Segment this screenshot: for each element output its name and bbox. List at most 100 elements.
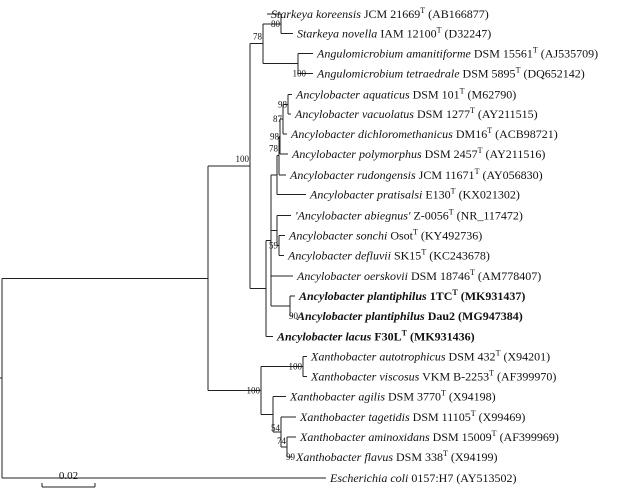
taxon-name: Ancylobacter lacus	[276, 330, 372, 344]
taxon-name: Ancylobacter plantiphilus	[298, 289, 427, 303]
taxon-accession: (KY492736)	[418, 228, 482, 242]
taxon-name: Xanthobacter tagetidis	[299, 410, 410, 424]
type-strain-superscript: T	[420, 6, 425, 15]
type-strain-superscript: T	[492, 429, 497, 438]
taxon-accession: (MK931437)	[458, 289, 526, 303]
taxon-label: Xanthobacter autotrophicus DSM 432T (X94…	[310, 349, 550, 364]
taxon-strain: DSM 3770	[385, 389, 441, 403]
taxon-accession: (X94201)	[500, 350, 550, 364]
taxon-name: Angulomicrobium tetraedrale	[316, 67, 460, 81]
taxon-labels: Starkeya koreensis JCM 21669T (AB166877)…	[271, 6, 598, 485]
taxon-name: Escherichia coli	[329, 471, 408, 485]
bootstrap-value: 98	[278, 99, 288, 109]
taxon-label: 'Ancylobacter abiegnus' Z-0056T (NR_1174…	[295, 208, 523, 223]
taxon-accession: (AJ535709)	[538, 47, 598, 61]
taxon-strain: JCM 21669	[361, 7, 420, 21]
taxon-name: Xanthobacter autotrophicus	[310, 350, 446, 364]
taxon-label: Ancylobacter vacuolatus DSM 1277T (AY211…	[294, 106, 538, 121]
taxon-accession: (AB166877)	[425, 7, 489, 21]
bootstrap-value: 100	[289, 362, 303, 372]
taxon-accession: (DQ652142)	[520, 67, 584, 81]
taxon-label: Escherichia coli 0157:H7 (AY513502)	[329, 471, 517, 485]
taxon-strain: DSM 2457	[422, 147, 478, 161]
taxon-name: Xanthobacter flavus	[295, 450, 393, 464]
taxon-accession: (KX021302)	[456, 188, 520, 202]
type-strain-superscript: T	[460, 86, 465, 95]
taxon-accession: (AM778407)	[475, 269, 541, 283]
type-strain-superscript: T	[487, 126, 492, 135]
bootstrap-value: 98	[270, 132, 280, 142]
type-strain-superscript: T	[443, 449, 448, 458]
taxon-accession: (MG947384)	[455, 309, 523, 323]
bootstrap-value: 99	[286, 452, 296, 462]
type-strain-superscript: T	[413, 227, 418, 236]
bootstrap-value: 100	[236, 154, 250, 164]
taxon-strain: DSM 15009	[430, 430, 492, 444]
taxon-strain: Dau2	[425, 309, 455, 323]
taxon-strain: DM16	[453, 127, 487, 141]
taxon-label: Xanthobacter agilis DSM 3770T (X94198)	[289, 388, 496, 403]
type-strain-superscript: T	[402, 329, 408, 338]
taxon-name: Ancylobacter plantiphilus	[296, 309, 425, 323]
taxon-label: Xanthobacter viscosus VKM B-2253T (AF399…	[310, 369, 556, 384]
taxon-accession: (AY513502)	[453, 471, 516, 485]
taxon-label: Angulomicrobium amanitiforme DSM 15561T …	[316, 46, 598, 61]
type-strain-superscript: T	[449, 208, 454, 217]
taxon-strain: DSM 5895	[460, 67, 516, 81]
taxon-name: Angulomicrobium amanitiforme	[316, 47, 472, 61]
bootstrap-value: 78	[269, 144, 279, 154]
taxon-name: Ancylobacter polymorphus	[291, 147, 422, 161]
type-strain-superscript: T	[421, 247, 426, 256]
taxon-name: Ancylobacter sonchi	[288, 228, 387, 242]
tree-branches	[0, 13, 326, 479]
taxon-strain: DSM 1277	[414, 107, 470, 121]
scale-bar-label: 0.02	[59, 470, 78, 482]
taxon-label: Xanthobacter aminoxidans DSM 15009T (AF3…	[299, 429, 559, 444]
taxon-label: Ancylobacter dichloromethanicus DM16T (A…	[290, 126, 558, 141]
taxon-name: Ancylobacter vacuolatus	[294, 107, 414, 121]
taxon-strain: SK15	[391, 248, 421, 262]
taxon-strain: JCM 11671	[416, 168, 475, 182]
taxon-strain: DSM 18746	[408, 269, 470, 283]
taxon-strain: VKM B-2253	[419, 370, 489, 384]
type-strain-superscript: T	[470, 268, 475, 277]
type-strain-superscript: T	[475, 167, 480, 176]
bootstrap-value: 87	[273, 114, 283, 124]
type-strain-superscript: T	[451, 187, 456, 196]
taxon-label: Starkeya koreensis JCM 21669T (AB166877)	[271, 6, 489, 21]
taxon-accession: (X94198)	[446, 389, 496, 403]
taxon-label: Starkeya novella IAM 12100T (D32247)	[297, 26, 491, 41]
taxon-name: Ancylobacter rudongensis	[289, 168, 416, 182]
taxon-accession: (M62790)	[465, 87, 517, 101]
taxon-accession: (NR_117472)	[454, 209, 523, 223]
taxon-accession: (X94199)	[448, 450, 498, 464]
type-strain-superscript: T	[452, 288, 458, 297]
type-strain-superscript: T	[471, 409, 476, 418]
type-strain-superscript: T	[489, 369, 494, 378]
taxon-accession: (D32247)	[442, 27, 492, 41]
taxon-name: Starkeya koreensis	[271, 7, 361, 21]
bootstrap-value: 100	[247, 385, 261, 395]
taxon-accession: (KC243678)	[426, 248, 490, 262]
taxon-label: Xanthobacter flavus DSM 338T (X94199)	[295, 449, 498, 464]
scale-bar: 0.02	[41, 470, 96, 488]
bootstrap-value: 54	[271, 423, 281, 433]
taxon-label: Ancylobacter lacus F30LT (MK931436)	[276, 329, 475, 344]
taxon-strain: DSM 15561	[471, 47, 533, 61]
taxon-strain: Z-0056	[410, 209, 448, 223]
taxon-label: Ancylobacter defluvii SK15T (KC243678)	[287, 247, 490, 262]
taxon-label: Ancylobacter oerskovii DSM 18746T (AM778…	[296, 268, 541, 283]
taxon-strain: IAM 12100	[377, 27, 436, 41]
type-strain-superscript: T	[496, 349, 501, 358]
bootstrap-value: 74	[277, 436, 287, 446]
taxon-strain: F30L	[371, 330, 401, 344]
taxon-label: Ancylobacter aquaticus DSM 101T (M62790)	[295, 86, 516, 101]
taxon-strain: DSM 432	[446, 350, 496, 364]
taxon-accession: (ACB98721)	[492, 127, 558, 141]
taxon-accession: (X99469)	[476, 410, 526, 424]
bootstrap-value: 90	[289, 311, 299, 321]
type-strain-superscript: T	[516, 66, 521, 75]
taxon-label: Ancylobacter rudongensis JCM 11671T (AY0…	[289, 167, 543, 182]
